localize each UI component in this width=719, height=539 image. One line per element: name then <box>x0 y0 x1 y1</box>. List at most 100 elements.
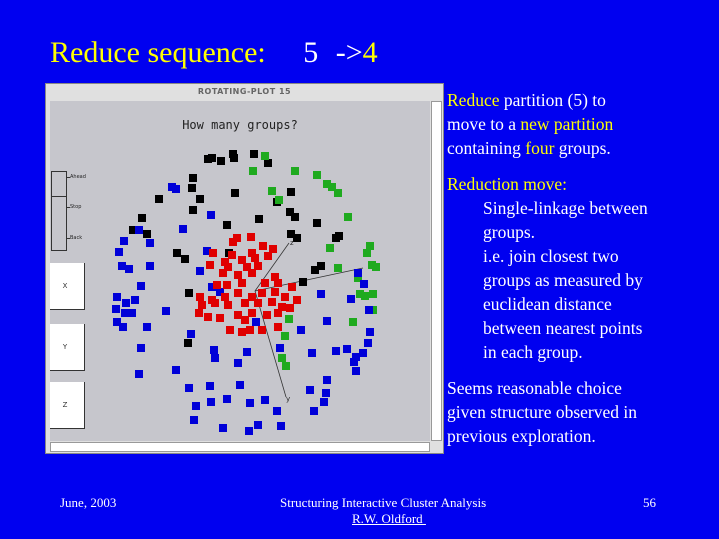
point-black <box>264 159 272 167</box>
point-black <box>230 154 238 162</box>
point-green <box>249 167 257 175</box>
text-reduce: Reduce <box>447 90 500 110</box>
point-blue <box>365 306 373 314</box>
point-red <box>278 303 286 311</box>
point-red <box>258 289 266 297</box>
point-green <box>354 274 362 282</box>
point-blue <box>246 399 254 407</box>
point-blue <box>162 307 170 315</box>
point-green <box>363 249 371 257</box>
speed-slider[interactable] <box>51 171 67 251</box>
text-line: given structure observed in <box>447 402 638 422</box>
point-green <box>361 292 369 300</box>
point-green <box>356 290 364 298</box>
point-blue <box>322 389 330 397</box>
point-blue <box>216 288 224 296</box>
y-axis-button[interactable]: Y <box>50 324 85 371</box>
point-red <box>254 262 262 270</box>
point-red <box>204 313 212 321</box>
text-new-partition: new partition <box>520 114 614 134</box>
slider-label-stop: Stop <box>66 204 82 210</box>
point-green <box>344 213 352 221</box>
point-blue <box>310 407 318 415</box>
point-green <box>349 318 357 326</box>
point-blue <box>243 348 251 356</box>
point-black <box>286 208 294 216</box>
point-black <box>299 278 307 286</box>
point-black <box>255 215 263 223</box>
point-blue <box>261 396 269 404</box>
point-green <box>334 189 342 197</box>
point-blue <box>223 395 231 403</box>
point-green <box>291 167 299 175</box>
axis-label-z: z <box>290 239 294 247</box>
axis-line-x <box>254 267 364 292</box>
point-black <box>181 255 189 263</box>
title-from: 5 <box>303 36 319 69</box>
point-blue <box>172 185 180 193</box>
point-green <box>281 332 289 340</box>
point-blue <box>359 349 367 357</box>
point-red <box>229 238 237 246</box>
point-blue <box>187 330 195 338</box>
point-black <box>173 249 181 257</box>
axis-label-y: y <box>286 395 290 403</box>
point-blue <box>113 293 121 301</box>
point-blue <box>207 398 215 406</box>
point-green <box>282 362 290 370</box>
text-line: previous exploration. <box>447 426 596 446</box>
point-blue <box>350 358 358 366</box>
text-line: groups as measured by <box>483 270 643 290</box>
point-red <box>246 326 254 334</box>
point-red <box>234 271 242 279</box>
point-red <box>254 299 262 307</box>
point-blue <box>347 295 355 303</box>
point-blue <box>131 296 139 304</box>
point-blue <box>354 269 362 277</box>
text-line: groups. <box>483 222 536 242</box>
point-red <box>243 263 251 271</box>
point-red <box>293 296 301 304</box>
rotating-plot-window: ROTATING-PLOT 15 How many groups? Ahead … <box>45 83 444 454</box>
point-red <box>248 309 256 317</box>
point-red <box>258 326 266 334</box>
text-line: in each group. <box>483 342 583 362</box>
text-line: Seems reasonable choice <box>447 378 622 398</box>
point-blue <box>320 398 328 406</box>
point-blue <box>352 367 360 375</box>
point-blue <box>273 407 281 415</box>
text: containing <box>447 138 526 158</box>
z-axis-button[interactable]: Z <box>50 382 85 429</box>
horizontal-scrollbar[interactable] <box>50 442 430 452</box>
point-blue <box>115 248 123 256</box>
point-red <box>224 263 232 271</box>
text: move to a <box>447 114 521 134</box>
text-line: Single-linkage between <box>483 198 648 218</box>
vertical-scrollbar[interactable] <box>431 101 442 441</box>
point-red <box>268 298 276 306</box>
point-black <box>287 188 295 196</box>
point-red <box>226 326 234 334</box>
point-red <box>198 301 206 309</box>
point-black <box>188 184 196 192</box>
point-red <box>286 304 294 312</box>
point-black <box>223 221 231 229</box>
point-blue <box>323 317 331 325</box>
point-blue <box>206 382 214 390</box>
point-red <box>241 316 249 324</box>
point-blue <box>234 359 242 367</box>
point-blue <box>332 347 340 355</box>
point-red <box>223 281 231 289</box>
point-blue <box>297 326 305 334</box>
x-axis-button[interactable]: X <box>50 263 85 310</box>
point-black <box>143 230 151 238</box>
point-blue <box>172 366 180 374</box>
point-blue <box>118 262 126 270</box>
point-blue <box>366 328 374 336</box>
point-red <box>209 249 217 257</box>
point-green <box>334 264 342 272</box>
text-line: i.e. join closest two <box>483 246 619 266</box>
window-title: ROTATING-PLOT 15 <box>197 87 292 96</box>
point-red <box>221 293 229 301</box>
point-blue <box>360 280 368 288</box>
